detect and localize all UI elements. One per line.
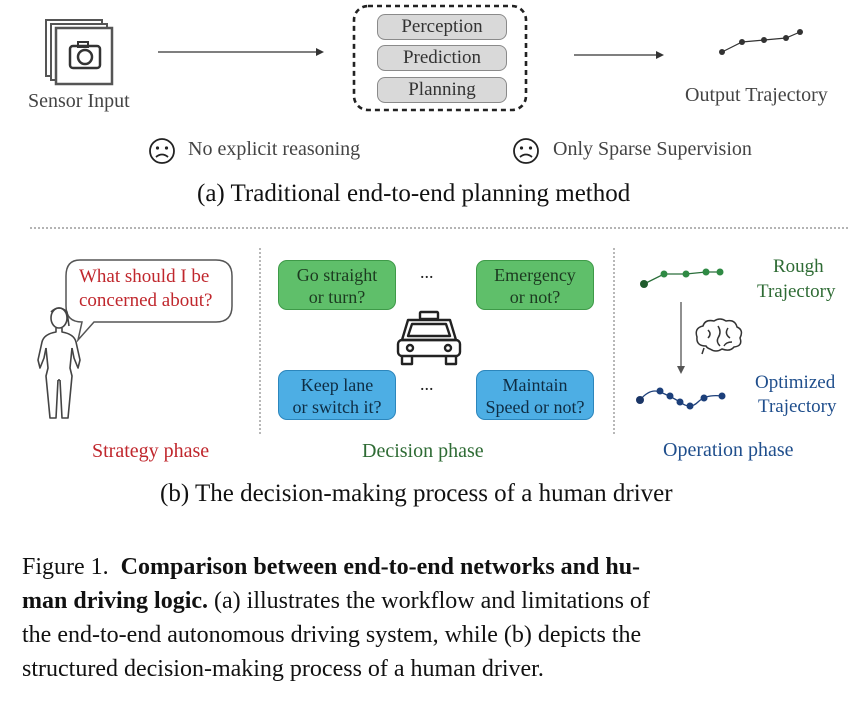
speech-bubble <box>65 259 233 343</box>
module-perception: Perception <box>377 14 507 40</box>
module-prediction: Prediction <box>377 45 507 71</box>
section-divider <box>30 227 850 229</box>
person-icon <box>37 307 81 419</box>
optimized-label-line1: Optimized <box>755 372 836 393</box>
decision-go-straight: Go straight or turn? <box>278 260 396 310</box>
caption-bold-line2: man driving logic. <box>22 588 209 614</box>
caption-line2: man driving logic. (a) illustrates the w… <box>22 584 852 618</box>
ellipsis-top: ... <box>420 262 434 282</box>
camera-stack-icon <box>45 19 114 86</box>
caption-label: Figure 1. <box>22 554 109 580</box>
decision-line: Maintain <box>502 375 568 395</box>
rough-trajectory-icon <box>640 268 724 288</box>
decision-keep-lane: Keep lane or switch it? <box>278 370 396 420</box>
rough-label-line2: Trajectory <box>757 281 836 302</box>
arrow-to-output <box>574 51 664 59</box>
module-group-border <box>352 4 528 112</box>
caption-line1: Figure 1. Comparison between end-to-end … <box>22 550 852 584</box>
decision-line: Speed or not? <box>485 397 585 417</box>
sad-face-icon <box>513 138 539 164</box>
car-icon <box>396 310 462 366</box>
speech-text-line1: What should I be <box>79 266 210 287</box>
optimized-trajectory-icon <box>636 387 726 410</box>
strategy-phase-label: Strategy phase <box>92 440 210 462</box>
rough-label-line1: Rough <box>773 256 824 277</box>
decision-maintain-speed: Maintain Speed or not? <box>476 370 594 420</box>
caption-rest-line2: (a) illustrates the workflow and limitat… <box>208 588 650 614</box>
limitation-no-reasoning: No explicit reasoning <box>188 138 361 160</box>
caption-line4: structured decision-making process of a … <box>22 656 544 682</box>
caption-line3: the end-to-end autonomous driving system… <box>22 622 642 648</box>
subtitle-a: (a) Traditional end-to-end planning meth… <box>197 180 631 207</box>
sensor-input-label: Sensor Input <box>28 90 130 112</box>
decision-emergency: Emergency or not? <box>476 260 594 310</box>
sad-face-icon <box>149 138 175 164</box>
decision-line: or not? <box>509 287 561 307</box>
decision-line: or turn? <box>308 287 366 307</box>
figure-caption: Figure 1. Comparison between end-to-end … <box>22 550 852 686</box>
module-planning: Planning <box>377 77 507 103</box>
optimized-label-line2: Trajectory <box>758 396 837 417</box>
limitation-sparse-supervision: Only Sparse Supervision <box>553 138 752 160</box>
decision-line: or switch it? <box>292 397 382 417</box>
refine-arrow <box>677 302 685 374</box>
output-trajectory-label: Output Trajectory <box>685 84 828 106</box>
decision-line: Emergency <box>494 265 576 285</box>
phase-divider-right <box>613 248 615 434</box>
caption-bold-line1: Comparison between end-to-end networks a… <box>120 554 641 580</box>
subtitle-b: (b) The decision-making process of a hum… <box>160 480 673 507</box>
decision-line: Keep lane <box>300 375 374 395</box>
speech-text-line2: concerned about? <box>79 290 213 311</box>
phase-divider-left <box>259 248 261 434</box>
brain-icon <box>695 318 743 355</box>
output-trajectory-icon <box>719 29 803 55</box>
decision-phase-label: Decision phase <box>362 440 484 462</box>
ellipsis-bottom: ... <box>420 374 434 394</box>
operation-phase-label: Operation phase <box>663 439 794 461</box>
decision-line: Go straight <box>296 265 378 285</box>
arrow-to-modules <box>158 48 324 56</box>
